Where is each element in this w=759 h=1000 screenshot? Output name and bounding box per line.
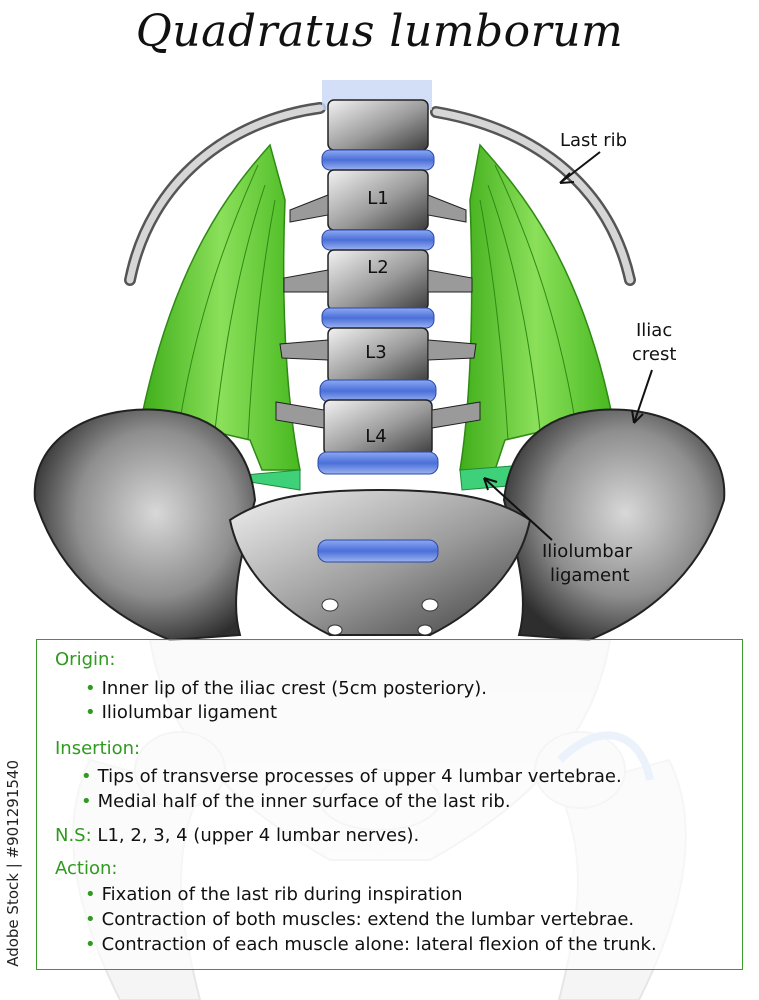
insertion-item-text: Tips of transverse processes of upper 4 … [97, 766, 622, 787]
vertebra-label-l4: L4 [365, 426, 386, 447]
label-last-rib: Last rib [560, 130, 628, 151]
nerve-supply-value: L1, 2, 3, 4 (upper 4 lumbar nerves). [97, 825, 420, 846]
watermark: Adobe Stock | #901291540 [4, 760, 22, 967]
bullet-icon: • [81, 791, 92, 812]
bullet-icon: • [85, 702, 96, 723]
action-item: •Fixation of the last rib during inspira… [85, 884, 463, 905]
action-item-text: Fixation of the last rib during inspirat… [101, 884, 463, 905]
vertebra-label-l2: L2 [367, 257, 388, 278]
bullet-icon: • [85, 934, 96, 955]
bullet-icon: • [85, 909, 96, 930]
vertebra-label-l1: L1 [367, 188, 388, 209]
label-iliac-crest-line2: crest [632, 344, 677, 365]
ribs [124, 102, 636, 286]
label-iliac-crest-line1: Iliac [636, 320, 673, 341]
bullet-icon: • [85, 678, 96, 699]
page-title: Quadratus lumborum [135, 6, 624, 57]
muscle-left [141, 143, 301, 491]
origin-item-text: Inner lip of the iliac crest (5cm poster… [101, 678, 487, 699]
insertion-item: •Medial half of the inner surface of the… [81, 791, 511, 812]
leader-lines [483, 151, 653, 541]
ilium-left [33, 408, 257, 642]
info-box: Origin: •Inner lip of the iliac crest (5… [36, 639, 743, 970]
insertion-heading: Insertion: [55, 738, 141, 759]
spine [275, 80, 481, 563]
label-iliolumbar-line2: ligament [550, 565, 630, 586]
insertion-item-text: Medial half of the inner surface of the … [97, 791, 511, 812]
origin-item: •Iliolumbar ligament [85, 702, 277, 723]
origin-item: •Inner lip of the iliac crest (5cm poste… [85, 678, 487, 699]
action-item-text: Contraction of both muscles: extend the … [101, 909, 635, 930]
label-iliolumbar-line1: Iliolumbar [542, 541, 633, 562]
nerve-supply: N.S: L1, 2, 3, 4 (upper 4 lumbar nerves)… [55, 825, 419, 846]
origin-heading: Origin: [55, 649, 116, 670]
action-item-text: Contraction of each muscle alone: latera… [101, 934, 657, 955]
action-item: •Contraction of both muscles: extend the… [85, 909, 634, 930]
ilium-right [502, 408, 726, 642]
action-heading: Action: [55, 858, 118, 879]
vertebra-label-l3: L3 [365, 342, 386, 363]
bullet-icon: • [81, 766, 92, 787]
origin-item-text: Iliolumbar ligament [101, 702, 278, 723]
insertion-item: •Tips of transverse processes of upper 4… [81, 766, 622, 787]
nerve-supply-key: N.S: [55, 825, 92, 846]
action-item: •Contraction of each muscle alone: later… [85, 934, 657, 955]
bullet-icon: • [85, 884, 96, 905]
